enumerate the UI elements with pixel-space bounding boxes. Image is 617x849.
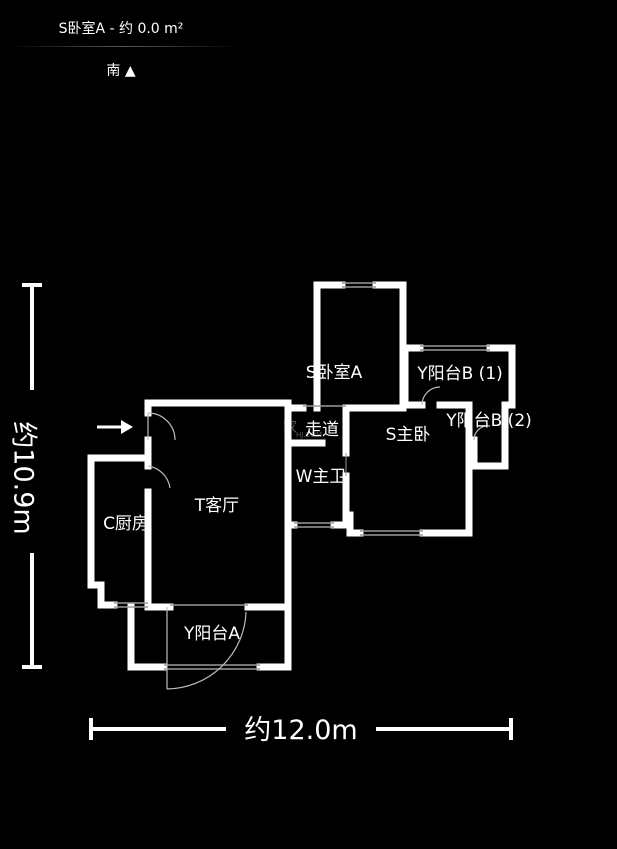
room-label-balcony-a: Y阳台A [183,624,240,644]
room-label-master-bedroom: S主卧 [386,425,431,445]
height-label: 约10.9m [8,421,39,534]
entrance-arrow-icon [97,420,133,434]
svg-text:家: 家 [283,419,297,436]
watermark-logo: 家 HJ.COM [283,419,322,439]
compass-orientation: 南 ▲ [106,63,136,79]
room-label-balcony-b1: Y阳台B (1) [416,364,503,384]
door-swings [147,386,491,690]
svg-text:HJ.COM: HJ.COM [296,431,322,439]
room-label-bedroom-a: S卧室A [306,363,363,383]
walls [87,281,516,671]
width-dimension [89,718,513,740]
header-divider [8,46,240,47]
windows [114,282,490,670]
room-label-living-room: T客厅 [194,496,239,516]
height-dimension [22,283,42,669]
room-label-corridor: 走道 [305,420,339,440]
room-title: S卧室A - 约 0.0 m² [58,21,184,37]
width-label: 约12.0m [244,715,357,746]
room-label-balcony-b2: Y阳台B (2) [445,411,532,431]
room-label-kitchen: C厨房 [103,514,149,534]
room-label-master-bath: W主卫 [296,467,347,487]
